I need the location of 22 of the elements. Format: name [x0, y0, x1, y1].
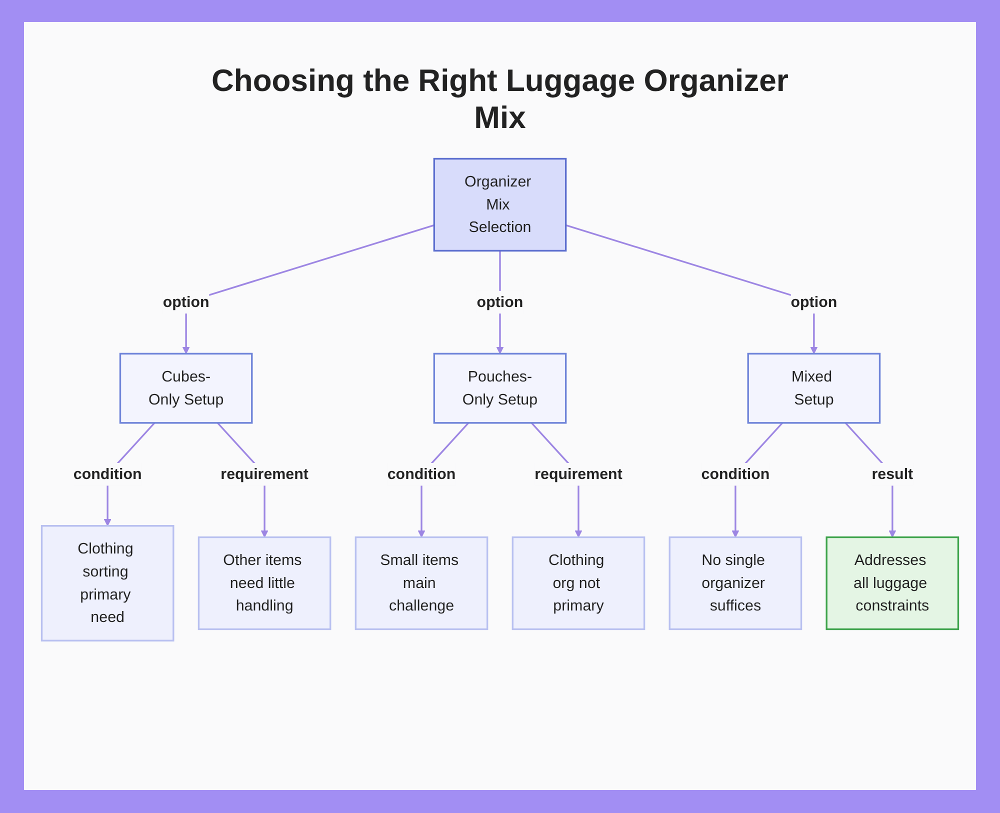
node-box: Clothing org not primary	[512, 536, 646, 630]
edge-label: result	[872, 466, 914, 483]
diagram-title: Choosing the Right Luggage Organizer Mix	[210, 62, 790, 136]
node-box: Mixed Setup	[747, 353, 881, 424]
edge-label: option	[476, 294, 524, 311]
edge-label: condition	[73, 466, 142, 483]
node-box: Cubes-Only Setup	[119, 353, 253, 424]
node-box: Small items main challenge	[354, 536, 488, 630]
node-box: Organizer Mix Selection	[433, 158, 567, 252]
arrow	[566, 224, 818, 354]
node-box: Addresses all luggage constraints	[826, 536, 960, 630]
node-box: Clothing sorting primary need	[40, 525, 174, 642]
edge-label: condition	[387, 466, 456, 483]
edge-label: option	[790, 294, 838, 311]
node-box: Other items need little handling	[198, 536, 332, 630]
edge-label: requirement	[534, 466, 622, 483]
edge-label: option	[162, 294, 210, 311]
edge-label: requirement	[220, 466, 308, 483]
arrow	[182, 224, 434, 354]
edge-label: condition	[701, 466, 770, 483]
node-box: No single organizer suffices	[668, 536, 802, 630]
node-box: Pouches-Only Setup	[433, 353, 567, 424]
